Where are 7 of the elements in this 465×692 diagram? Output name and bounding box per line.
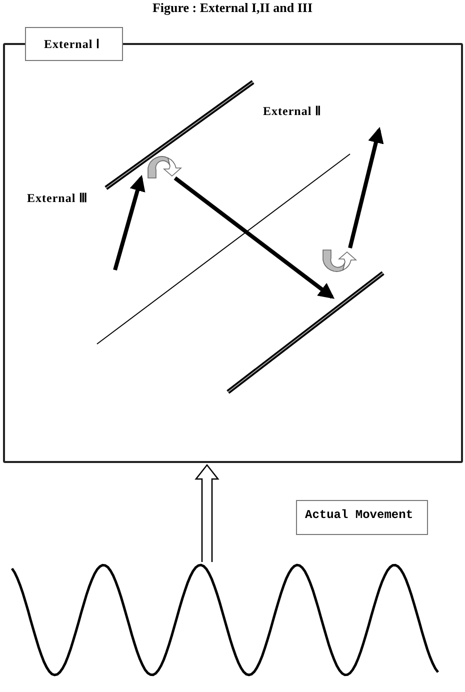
- tab-label: External Ⅰ: [25, 27, 123, 61]
- label-box: Actual Movement: [296, 500, 428, 535]
- text-label: External Ⅱ: [263, 104, 322, 119]
- text-label: External Ⅲ: [27, 191, 88, 206]
- hollow-arrow: [194, 464, 220, 563]
- wave-drawing: [12, 563, 438, 677]
- figure-title: Figure : External I,II and III: [151, 0, 314, 16]
